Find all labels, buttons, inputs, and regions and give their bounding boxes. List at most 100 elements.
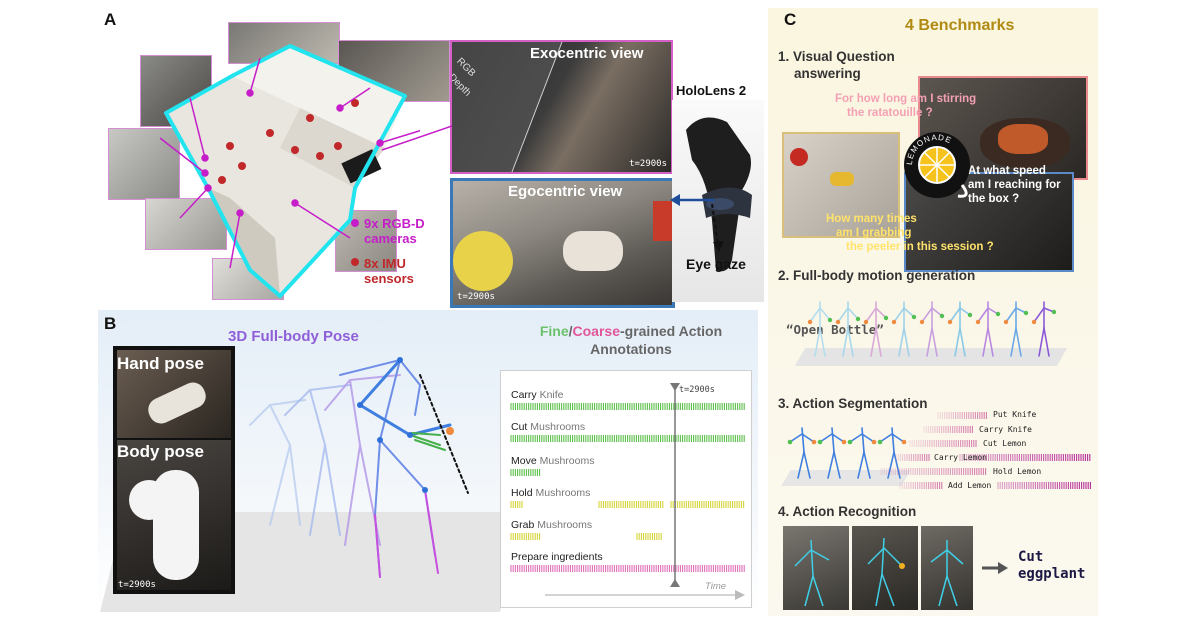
segmentation-skeleton — [817, 427, 847, 479]
body-pose-photo — [117, 440, 231, 590]
body-pose-label: Body pose — [117, 442, 204, 461]
time-axis-arrow — [735, 590, 745, 600]
room-wall — [208, 188, 280, 296]
segmentation-skeleton — [877, 427, 907, 479]
hand-joints — [409, 432, 446, 451]
skeleton-sequence — [249, 357, 469, 578]
legend-markers — [351, 219, 359, 266]
segment-label-hold-lemon: Hold Lemon — [993, 467, 1042, 476]
ratatouille — [998, 124, 1048, 154]
annotation-timeline: Carry Knife Cut Mushrooms Move Mushrooms… — [500, 370, 752, 608]
segment-label-carry-knife: Carry Knife — [979, 425, 1032, 434]
kitchen-room-top-view — [160, 44, 420, 298]
segment-bar — [937, 412, 987, 419]
exocentric-view: RGB Depth Exocentric view t=2900s — [450, 40, 673, 174]
camera-markers — [160, 57, 420, 269]
segment-bar — [997, 482, 1091, 489]
time-cursor-top — [670, 383, 680, 391]
panel-c-letter: C — [784, 10, 797, 29]
action-label-move-mushrooms: Move Mushrooms — [511, 455, 595, 467]
room-outline — [164, 44, 407, 298]
tomatoes — [653, 201, 672, 241]
segmentation-skeletons — [787, 427, 907, 479]
joint-dots — [357, 357, 428, 493]
vqa-photo-peeler — [782, 132, 900, 238]
object-dot — [446, 427, 454, 435]
mushrooms — [563, 231, 623, 271]
segmentation-title: 3. Action Segmentation — [778, 396, 928, 411]
skeleton-frame-current — [374, 489, 439, 578]
recognition-frame — [921, 526, 973, 610]
track-carry-knife — [510, 403, 745, 410]
segment-bar — [923, 426, 973, 433]
track-hold-mushrooms — [598, 501, 664, 508]
room-counter — [232, 46, 405, 148]
gaze-arrows — [670, 194, 724, 252]
panel-b-letter: B — [104, 314, 117, 333]
hand-mesh — [144, 378, 210, 428]
depth-split — [452, 42, 563, 172]
track-cut-mushrooms — [510, 435, 745, 442]
egocentric-view: Egocentric view t=2900s — [450, 178, 675, 308]
annotations-title: Fine/Coarse-grained Action Annotations — [539, 323, 723, 357]
skeleton-frame — [284, 384, 351, 536]
segment-bar — [909, 440, 977, 447]
skeleton-arm — [358, 358, 452, 437]
question-stirring: For how long am I stirring the ratatouil… — [835, 93, 977, 119]
hand-pose-photo — [117, 350, 231, 438]
action-label-grab-mushrooms: Grab Mushrooms — [511, 519, 593, 531]
body-mesh-head — [129, 480, 169, 520]
segment-bar — [899, 482, 943, 489]
camera-thumbnail — [108, 128, 180, 200]
segment-bar — [959, 454, 1091, 461]
motion-skeleton — [1031, 301, 1057, 357]
motion-skeleton — [947, 301, 973, 357]
imu-legend: 8x IMU sensors — [364, 256, 414, 286]
skeleton-frame — [339, 359, 436, 578]
exocentric-view-title: Exocentric view — [530, 45, 644, 62]
cameras-legend: 9x RGB-D cameras — [364, 216, 425, 246]
pepper — [830, 172, 854, 186]
track-grab-mushrooms — [510, 533, 541, 540]
motion-skeleton — [807, 301, 833, 357]
segment-label-put-knife: Put Knife — [993, 410, 1037, 419]
motion-skeleton — [1003, 301, 1029, 357]
time-axis-label: Time — [705, 581, 727, 592]
track-hold-mushrooms — [510, 501, 523, 508]
track-hold-mushrooms — [670, 501, 745, 508]
eye-gaze-label: Eye gaze — [686, 256, 746, 272]
benchmarks-title: 4 Benchmarks — [905, 17, 1015, 34]
question-speed: At what speed am I reaching for the box … — [968, 165, 1061, 205]
hand-pose-label: Hand pose — [117, 354, 204, 373]
panel-a-letter: A — [104, 10, 117, 29]
pose-photo-frame: Hand pose Body pose t=2900s — [113, 346, 235, 594]
motion-skeleton-sequence — [807, 301, 1057, 357]
vqa-title: 1. Visual Question answering — [778, 49, 895, 81]
time-cursor-bottom — [670, 579, 680, 587]
egocentric-timestamp: t=2900s — [457, 292, 495, 302]
gaze-ray — [419, 374, 469, 494]
motion-skeleton — [975, 301, 1001, 357]
motion-skeleton — [919, 301, 945, 357]
skeleton-frame — [249, 399, 306, 526]
recognition-title: 4. Action Recognition — [778, 504, 917, 519]
motion-skeleton — [891, 301, 917, 357]
pose-title: 3D Full-body Pose — [228, 328, 359, 345]
camera-thumbnail — [145, 198, 227, 250]
tomato — [790, 148, 808, 166]
timeline-tracks — [510, 383, 745, 600]
lemonade-logo-icon: LEMONADE — [904, 132, 970, 198]
segment-label-cut-lemon: Cut Lemon — [983, 439, 1027, 448]
action-label-hold-mushrooms: Hold Mushrooms — [511, 487, 591, 499]
exocentric-timestamp: t=2900s — [629, 159, 667, 169]
segmentation-skeleton — [787, 427, 817, 479]
egocentric-view-title: Egocentric view — [508, 183, 623, 200]
arrow-right-icon — [982, 562, 1008, 574]
hololens-label: HoloLens 2 — [676, 83, 747, 98]
motion-prompt: “Open Bottle” — [786, 322, 884, 337]
motion-skeleton — [835, 301, 861, 357]
recognition-frame — [783, 526, 849, 610]
track-grab-mushrooms — [636, 533, 662, 540]
action-label-prepare-ingredients: Prepare ingredients — [511, 551, 603, 563]
motion-skeleton — [863, 301, 889, 357]
